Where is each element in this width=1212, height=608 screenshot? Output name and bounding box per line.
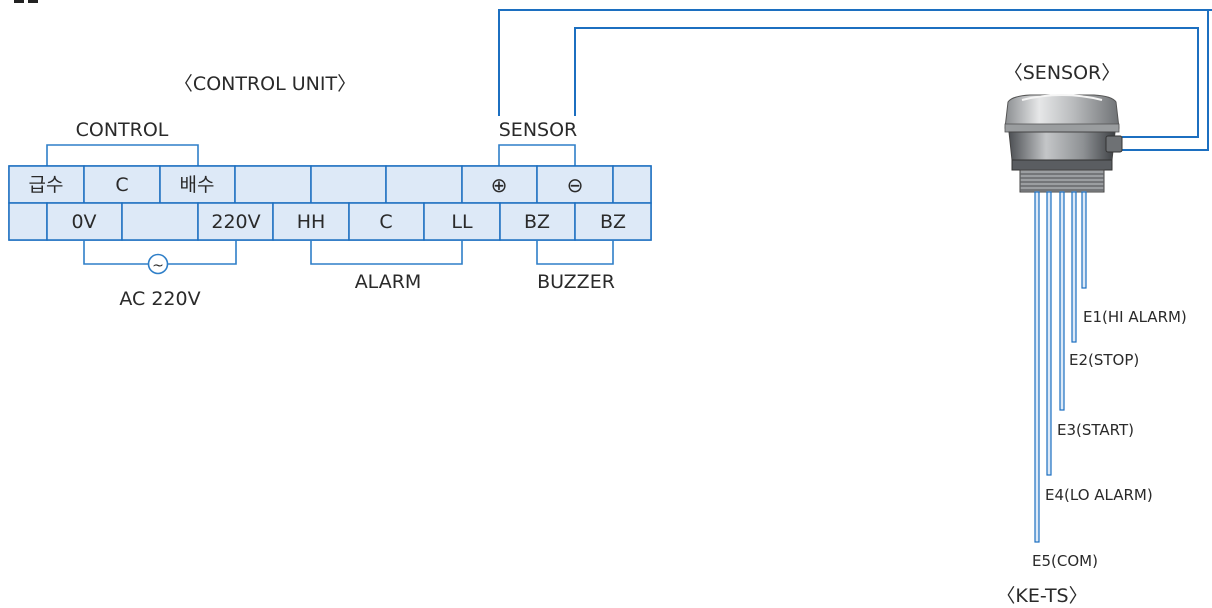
terminal-label-hh: HH [297,211,326,233]
sensor-wire-return [1122,10,1209,151]
terminal-cell [499,202,576,241]
electrode-e2 [1071,191,1077,343]
terminal-cell [159,165,236,204]
control-bracket [46,144,199,166]
terminal-cell [310,165,387,204]
electrode-label-e3: E3(START) [1057,421,1134,439]
electrode-e1 [1081,191,1087,289]
alarm-label: ALARM [355,271,422,293]
terminal-label-common: C [115,174,128,196]
terminal-label-minus: ⊖ [567,173,584,197]
terminal-label-ll: LL [451,211,473,233]
terminal-label-plus: ⊕ [491,173,508,197]
terminal-cell [234,165,312,204]
electrode-label-e5: E5(COM) [1032,552,1098,570]
sensor-model-label: 〈KE-TS〉 [996,585,1087,607]
ac-source-icon [147,253,169,275]
sensor-wire-minus [574,27,1199,138]
terminal-label-c: C [379,211,392,233]
terminal-cell [385,165,463,204]
cropped-glyph [14,0,24,3]
sensor-bracket [498,144,576,166]
ac-symbol: ~ [152,258,164,274]
electrodes [1034,191,1087,543]
terminal-cell [83,165,161,204]
sensor-wire-plus [498,9,1212,116]
sensor-title: 〈SENSOR〉 [1004,62,1121,84]
electrode-label-e4: E4(LO ALARM) [1045,486,1153,504]
buzzer-bracket [536,240,614,265]
electrode-label-e1: E1(HI ALARM) [1083,308,1187,326]
electrode-e4 [1046,191,1052,476]
electrode-e3 [1059,191,1065,411]
terminal-block: 급수 C 배수 ⊕ ⊖ 0V 220V HH C LL BZ BZ [8,165,652,241]
terminal-cell [348,202,425,241]
terminal-cell [536,165,614,204]
terminal-label-bz2: BZ [600,211,626,233]
terminal-label-drain: 배수 [180,174,215,196]
electrode-e5 [1034,191,1040,543]
buzzer-label: BUZZER [537,271,615,293]
control-unit-title: 〈CONTROL UNIT〉 [174,73,356,95]
terminal-cell [574,202,652,241]
ac-bracket-left [83,240,149,265]
terminal-cell [121,202,199,241]
sensor-device [1004,94,1123,193]
terminal-label-220v: 220V [211,211,260,233]
ac-bracket-right [168,240,237,265]
terminal-cell [8,202,48,241]
terminal-label-bz1: BZ [524,211,550,233]
alarm-bracket [310,240,463,265]
sensor-terminal-label: SENSOR [499,119,578,141]
terminal-cell [46,202,123,241]
terminal-cell [612,165,652,204]
terminal-cell [423,202,501,241]
cropped-glyph [28,0,38,3]
electrode-label-e2: E2(STOP) [1069,351,1139,369]
ac-label: AC 220V [119,288,200,310]
terminal-label-0v: 0V [71,211,96,233]
control-label: CONTROL [76,119,169,141]
terminal-label-supply: 급수 [29,174,64,196]
